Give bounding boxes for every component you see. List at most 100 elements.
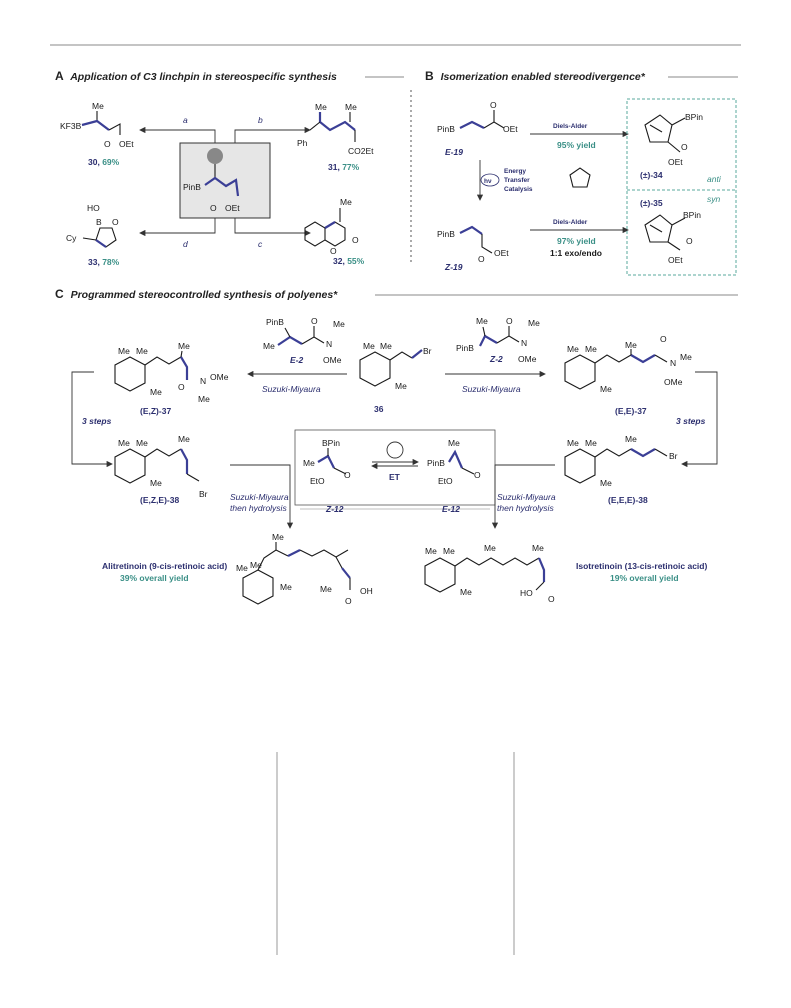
- isotretinoin: Me Me Me Me Me HO O Isotretinoin (13-cis…: [424, 543, 707, 604]
- arrow-route-d: [139, 218, 216, 237]
- z19-label: Z-19: [444, 262, 463, 272]
- panel-c: C Programmed stereocontrolled synthesis …: [55, 287, 738, 606]
- product-35-label: (±)-35: [640, 198, 663, 208]
- reagent-z2: Me PinB O N Me OMe Z-2: [456, 316, 540, 364]
- svg-text:C Programmed stereocontr: C Programmed stereocontrolled synthesis …: [55, 287, 338, 301]
- arrow-route-b: [234, 126, 311, 143]
- svg-text:OEt: OEt: [668, 157, 683, 167]
- z2-label: Z-2: [489, 354, 503, 364]
- svg-text:Me: Me: [303, 458, 315, 468]
- svg-text:Me: Me: [315, 102, 327, 112]
- svg-text:N: N: [326, 339, 332, 349]
- panel-a-title: Application of C3 linchpin in stereospec…: [69, 71, 337, 83]
- compound-eze-38: Me Me Me Me Br (E,Z,E)-38: [114, 434, 208, 505]
- route-b-label: b: [258, 115, 263, 125]
- arrow-to-isotretinoin: [491, 464, 555, 529]
- svg-text:Me: Me: [567, 344, 579, 354]
- svg-text:Me: Me: [136, 438, 148, 448]
- svg-text:Suzuki-Miyaura: Suzuki-Miyaura: [497, 492, 556, 502]
- svg-text:1:1 exo/endo: 1:1 exo/endo: [550, 248, 602, 258]
- svg-text:then hydrolysis: then hydrolysis: [230, 503, 287, 513]
- svg-text:Me: Me: [345, 102, 357, 112]
- svg-text:Me: Me: [380, 341, 392, 351]
- linchpin-sphere: [207, 148, 223, 164]
- svg-text:O: O: [104, 139, 111, 149]
- svg-text:Me: Me: [280, 582, 292, 592]
- svg-text:Catalysis: Catalysis: [504, 186, 533, 193]
- svg-text:Suzuki-Miyaura: Suzuki-Miyaura: [262, 384, 321, 394]
- hv-label: hν: [484, 178, 492, 185]
- compound-30-yield: 69%: [102, 157, 119, 167]
- svg-text:Me: Me: [476, 316, 488, 326]
- kf3b-label: KF3B: [60, 121, 82, 131]
- svg-text:O: O: [548, 594, 555, 604]
- svg-text:OMe: OMe: [518, 354, 537, 364]
- svg-text:Br: Br: [199, 489, 208, 499]
- svg-text:BPin: BPin: [322, 438, 340, 448]
- et-label: ET: [389, 472, 401, 482]
- svg-text:O: O: [352, 235, 359, 245]
- svg-text:O: O: [311, 316, 318, 326]
- svg-text:OMe: OMe: [323, 355, 342, 365]
- svg-text:O: O: [490, 100, 497, 110]
- compound-eee38-label: (E,E,E)-38: [608, 495, 648, 505]
- compound-32-yield: 55%: [347, 256, 364, 266]
- syn-tag: syn: [707, 194, 721, 204]
- svg-text:Me: Me: [198, 394, 210, 404]
- svg-text:97% yield: 97% yield: [557, 236, 596, 246]
- svg-text:Me: Me: [443, 546, 455, 556]
- cycle-icon: [386, 441, 404, 459]
- svg-text:Me: Me: [136, 346, 148, 356]
- three-steps-left: 3 steps: [82, 416, 112, 426]
- svg-text:Me: Me: [625, 340, 637, 350]
- svg-text:O: O: [474, 470, 481, 480]
- panel-a: A Application of C3 linchpin in stereosp…: [55, 69, 404, 267]
- isotretinoin-yield: 19% overall yield: [610, 573, 679, 583]
- arrow-to-alitretinoin: [230, 464, 294, 529]
- compound-32: Me O O 32, 55%: [304, 197, 365, 266]
- svg-text:Br: Br: [423, 346, 432, 356]
- svg-text:Me: Me: [395, 381, 407, 391]
- compound-33: HO B O Cy 33, 78%: [66, 203, 120, 267]
- center-pinb: PinB: [183, 182, 201, 192]
- anti-tag: anti: [707, 174, 722, 184]
- panel-c-letter: C: [55, 287, 64, 301]
- compound-ez-37: Me Me Me Me O N OMe Me (E,Z)-37: [114, 341, 229, 416]
- compound-ee-37: Me Me Me Me O N Me OMe (E,E)-37: [564, 334, 692, 416]
- svg-text:O: O: [478, 254, 485, 264]
- panel-a-letter: A: [55, 69, 64, 83]
- center-oet: OEt: [225, 203, 240, 213]
- svg-text:Me: Me: [263, 341, 275, 351]
- e2-label: E-2: [290, 355, 304, 365]
- svg-text:BPin: BPin: [683, 210, 701, 220]
- svg-text:Me: Me: [150, 387, 162, 397]
- svg-text:O: O: [681, 142, 688, 152]
- compound-ez37-label: (E,Z)-37: [140, 406, 171, 416]
- svg-text:O: O: [178, 382, 185, 392]
- route-c-label: c: [258, 239, 263, 249]
- compound-eee-38: Me Me Me Me Br (E,E,E)-38: [564, 434, 678, 505]
- center-linchpin-bond: [204, 176, 240, 197]
- svg-text:PinB: PinB: [437, 124, 455, 134]
- svg-text:Me: Me: [567, 438, 579, 448]
- svg-text:Me: Me: [484, 543, 496, 553]
- panel-c-title: Programmed stereocontrolled synthesis of…: [71, 289, 339, 301]
- svg-text:Me: Me: [625, 434, 637, 444]
- product-34-label: (±)-34: [640, 170, 663, 180]
- svg-text:Me: Me: [585, 438, 597, 448]
- co2et-label: CO2Et: [348, 146, 374, 156]
- svg-text:Me: Me: [460, 587, 472, 597]
- svg-text:PinB: PinB: [266, 317, 284, 327]
- cyclopentadiene: [569, 167, 591, 188]
- svg-text:Me: Me: [150, 478, 162, 488]
- svg-text:95% yield: 95% yield: [557, 140, 596, 150]
- svg-text:N: N: [200, 376, 206, 386]
- panel-b-letter: B: [425, 69, 434, 83]
- svg-text:Br: Br: [669, 451, 678, 461]
- three-steps-right: 3 steps: [676, 416, 706, 426]
- e12-label: E-12: [442, 504, 460, 514]
- svg-text:Diels-Alder: Diels-Alder: [553, 123, 588, 130]
- svg-text:Me: Me: [448, 438, 460, 448]
- isotretinoin-name: Isotretinoin (13-cis-retinoic acid): [576, 561, 707, 571]
- svg-text:Me: Me: [92, 101, 104, 111]
